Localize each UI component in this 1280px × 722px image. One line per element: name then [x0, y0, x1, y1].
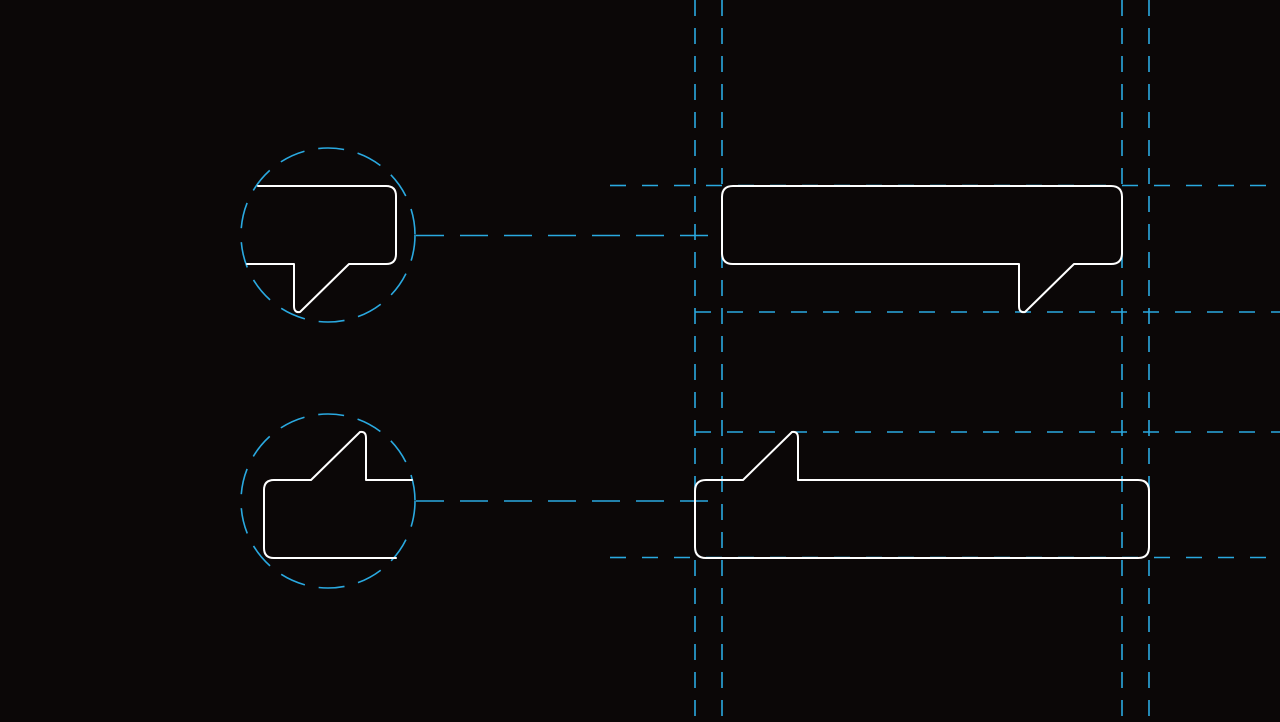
zoom-circle-bubble-one: [240, 147, 416, 323]
speech-bubbles: [246, 185, 1150, 559]
zoom-circle-bubble-two: [240, 413, 416, 589]
speech-bubble-tail-bottom-right-zoom: [246, 185, 397, 314]
speech-bubble-tail-top-left: [694, 430, 1150, 559]
speech-bubble-tail-bottom-right: [721, 185, 1123, 314]
speech-bubble-tail-top-left-zoom: [263, 430, 413, 559]
